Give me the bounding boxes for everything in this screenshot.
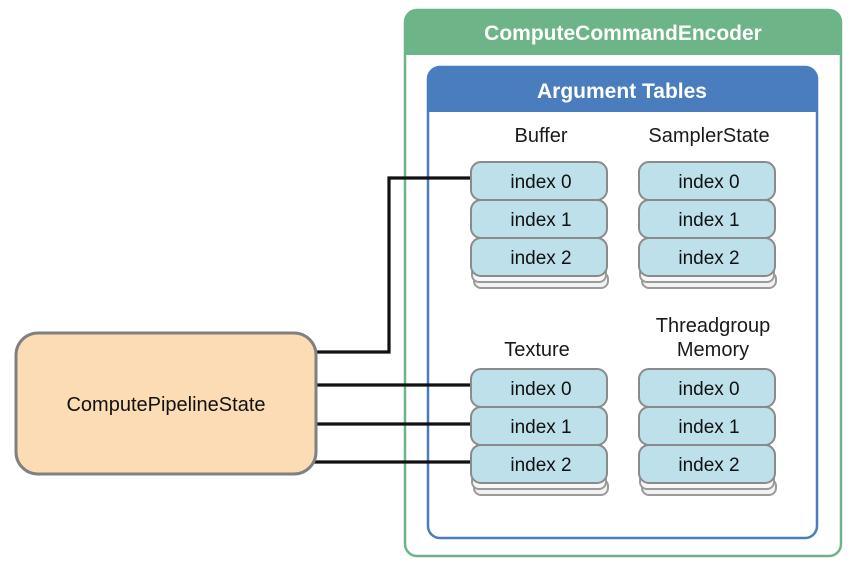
texture-table-title: Texture <box>504 339 570 361</box>
samplerstate-slot-1-label: index 1 <box>678 210 739 231</box>
samplerstate-slot-0-label: index 0 <box>678 172 739 193</box>
encoder-header-band <box>405 10 841 55</box>
texture-slot-2-box <box>470 444 608 484</box>
texture-slot-1[interactable]: index 1 <box>470 406 608 446</box>
buffer-slot-2-label: index 2 <box>510 248 571 269</box>
buffer-slot-0[interactable]: index 0 <box>470 161 608 201</box>
buffer-table-title: Buffer <box>515 125 568 147</box>
threadgroup-memory-slot-1-label: index 1 <box>678 417 739 438</box>
threadgroup-memory-slot-2-label: index 2 <box>678 455 739 476</box>
buffer-slot-2[interactable]: index 2 <box>470 237 608 277</box>
threadgroup-memory-slot-1[interactable]: index 1 <box>638 406 776 446</box>
buffer-slot-1[interactable]: index 1 <box>470 199 608 239</box>
threadgroup-memory-slot-2-box <box>638 444 776 484</box>
threadgroup-memory-table[interactable]: Threadgroup Memory index 0 index 1 index… <box>638 315 777 496</box>
texture-slot-0[interactable]: index 0 <box>470 368 608 408</box>
samplerstate-slot-0[interactable]: index 0 <box>638 161 776 201</box>
threadgroup-memory-table-title-line1: Threadgroup <box>656 315 771 337</box>
texture-slot-1-label: index 1 <box>510 417 571 438</box>
argument-tables-title: Argument Tables <box>537 80 707 103</box>
connector-pipeline-to-buffer-index0 <box>314 176 478 354</box>
threadgroup-memory-table-title-line2: Memory <box>677 339 749 361</box>
connector-group <box>314 176 478 464</box>
threadgroup-memory-slot-0-label: index 0 <box>678 379 739 400</box>
buffer-slot-1-label: index 1 <box>510 210 571 231</box>
computepipelinestate-box <box>14 331 318 476</box>
argument-tables-header-band <box>428 67 817 112</box>
texture-slot-2[interactable]: index 2 <box>470 444 608 484</box>
buffer-slot-2-box <box>470 237 608 277</box>
texture-table[interactable]: Texture index 0 index 1 index 2 <box>470 339 609 496</box>
texture-slot-0-label: index 0 <box>510 379 571 400</box>
samplerstate-slot-2[interactable]: index 2 <box>638 237 776 277</box>
computepipelinestate-label: ComputePipelineState <box>66 394 265 416</box>
buffer-table[interactable]: Buffer index 0 index 1 index 2 <box>470 125 609 289</box>
samplerstate-slot-2-label: index 2 <box>678 248 739 269</box>
samplerstate-slot-2-box <box>638 237 776 277</box>
threadgroup-memory-slot-2[interactable]: index 2 <box>638 444 776 484</box>
threadgroup-memory-slot-0[interactable]: index 0 <box>638 368 776 408</box>
samplerstate-table-title: SamplerState <box>648 125 769 147</box>
encoder-title: ComputeCommandEncoder <box>484 22 762 45</box>
samplerstate-table[interactable]: SamplerState index 0 index 1 index 2 <box>638 125 777 289</box>
samplerstate-slot-1[interactable]: index 1 <box>638 199 776 239</box>
buffer-slot-0-label: index 0 <box>510 172 571 193</box>
computepipelinestate-node[interactable]: ComputePipelineState <box>14 331 318 476</box>
texture-slot-2-label: index 2 <box>510 455 571 476</box>
